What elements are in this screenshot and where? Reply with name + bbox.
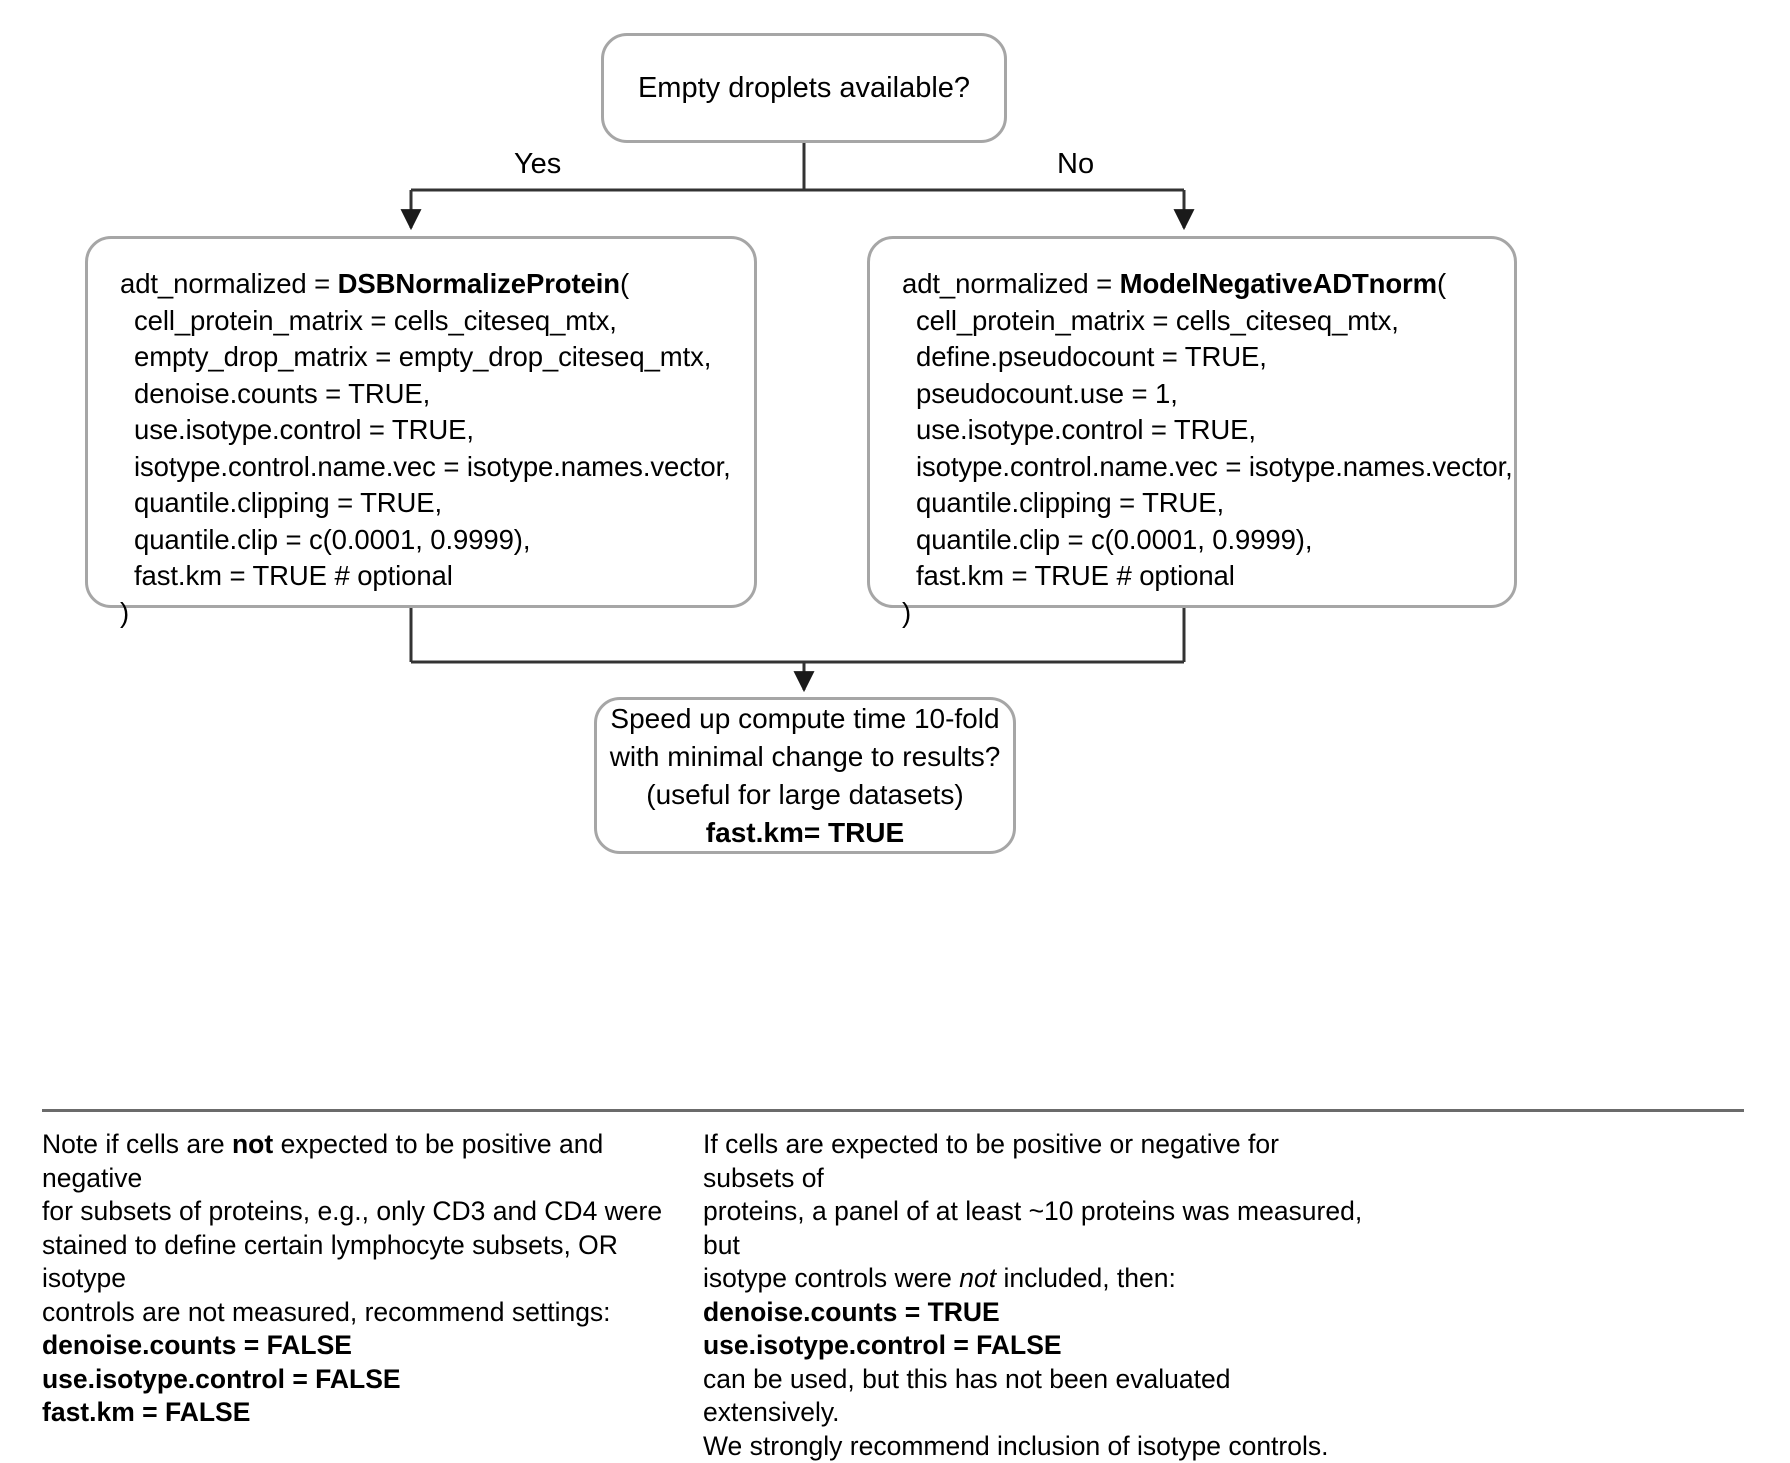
mna-line-7: quantile.clipping = TRUE,	[902, 485, 1504, 522]
mna-line-3: define.pseudocount = TRUE,	[902, 339, 1504, 376]
dsb-line-7: quantile.clipping = TRUE,	[120, 485, 744, 522]
code-node-dsb-body: adt_normalized = DSBNormalizeProtein(cel…	[120, 266, 744, 631]
dsb-line-4: denoise.counts = TRUE,	[120, 376, 744, 413]
dsb-line-6: isotype.control.name.vec = isotype.names…	[120, 449, 744, 486]
footer-right-para-line-3: isotype controls were not included, then…	[703, 1262, 1363, 1296]
footer-left-setting-1: denoise.counts = FALSE	[42, 1329, 682, 1363]
mna-line-5: use.isotype.control = TRUE,	[902, 412, 1504, 449]
edge-label-no: No	[1057, 148, 1094, 181]
dsb-line-8: quantile.clip = c(0.0001, 0.9999),	[120, 522, 744, 559]
fast-km-line-4: fast.km= TRUE	[610, 814, 1001, 852]
footer-left-setting-2: use.isotype.control = FALSE	[42, 1363, 682, 1397]
footer-right-para-line-2: proteins, a panel of at least ~10 protei…	[703, 1195, 1363, 1262]
dsb-line-9: fast.km = TRUE # optional	[120, 558, 744, 595]
dsb-function-name: DSBNormalizeProtein	[338, 268, 620, 299]
footer-divider	[42, 1109, 1744, 1112]
dsb-line-3: empty_drop_matrix = empty_drop_citeseq_m…	[120, 339, 744, 376]
footer-note-left: Note if cells are not expected to be pos…	[42, 1128, 682, 1430]
mna-function-name: ModelNegativeADTnorm	[1120, 268, 1437, 299]
code-node-model-negative-adtnorm-body: adt_normalized = ModelNegativeADTnorm(ce…	[902, 266, 1504, 631]
code-node-dsb-normalize-protein[interactable]: adt_normalized = DSBNormalizeProtein(cel…	[85, 236, 757, 608]
footer-left-para-line-3: stained to define certain lymphocyte sub…	[42, 1229, 682, 1296]
footer-right-para-line-1: If cells are expected to be positive or …	[703, 1128, 1363, 1195]
footer-right-closing-line-2: We strongly recommend inclusion of isoty…	[703, 1430, 1363, 1463]
footer-left-para-line-4: controls are not measured, recommend set…	[42, 1296, 682, 1330]
dsb-line-10: )	[120, 595, 744, 632]
emphasis-not: not	[959, 1263, 996, 1293]
emphasis-not: not	[232, 1129, 273, 1159]
mna-line-4: pseudocount.use = 1,	[902, 376, 1504, 413]
footer-right-closing-line-1: can be used, but this has not been evalu…	[703, 1363, 1363, 1430]
fast-km-line-3: (useful for large datasets)	[610, 776, 1001, 814]
fast-km-line-2: with minimal change to results?	[610, 738, 1001, 776]
decision-node-fast-km[interactable]: Speed up compute time 10-fold with minim…	[594, 697, 1016, 854]
code-node-model-negative-adtnorm[interactable]: adt_normalized = ModelNegativeADTnorm(ce…	[867, 236, 1517, 608]
footer-left-para-line-1: Note if cells are not expected to be pos…	[42, 1128, 682, 1195]
dsb-line-5: use.isotype.control = TRUE,	[120, 412, 744, 449]
mna-line-2: cell_protein_matrix = cells_citeseq_mtx,	[902, 303, 1504, 340]
footer-right-setting-1: denoise.counts = TRUE	[703, 1296, 1363, 1330]
flowchart-canvas: Empty droplets available? Yes No adt_nor…	[0, 0, 1790, 1390]
footer-left-setting-3: fast.km = FALSE	[42, 1396, 682, 1430]
mna-line-10: )	[902, 595, 1504, 632]
decision-node-empty-droplets[interactable]: Empty droplets available?	[601, 33, 1007, 143]
mna-line-6: isotype.control.name.vec = isotype.names…	[902, 449, 1504, 486]
edge-label-yes: Yes	[514, 148, 561, 181]
footer-left-para-line-2: for subsets of proteins, e.g., only CD3 …	[42, 1195, 682, 1229]
mna-line-9: fast.km = TRUE # optional	[902, 558, 1504, 595]
dsb-line-2: cell_protein_matrix = cells_citeseq_mtx,	[120, 303, 744, 340]
decision-node-fast-km-label: Speed up compute time 10-fold with minim…	[610, 700, 1001, 852]
mna-line-1: adt_normalized = ModelNegativeADTnorm(	[902, 266, 1504, 303]
fast-km-line-1: Speed up compute time 10-fold	[610, 700, 1001, 738]
dsb-line-1: adt_normalized = DSBNormalizeProtein(	[120, 266, 744, 303]
footer-note-right: If cells are expected to be positive or …	[703, 1128, 1363, 1463]
decision-node-empty-droplets-label: Empty droplets available?	[638, 70, 970, 106]
footer-right-setting-2: use.isotype.control = FALSE	[703, 1329, 1363, 1363]
mna-line-8: quantile.clip = c(0.0001, 0.9999),	[902, 522, 1504, 559]
